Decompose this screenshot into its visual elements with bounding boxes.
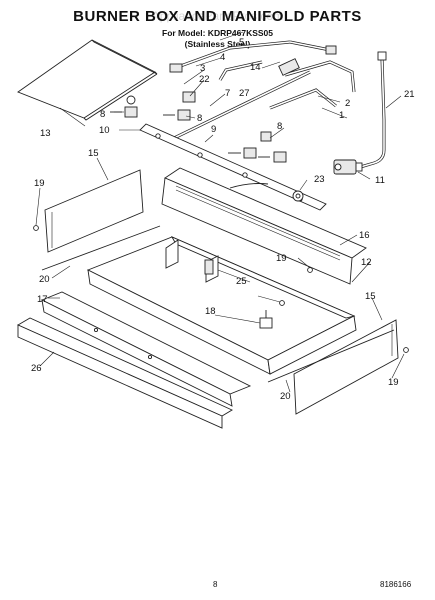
part-17-front-rail [40,291,252,407]
page-number: 8 [213,580,218,589]
callout-20-right: 20 [280,391,291,402]
callout-21: 21 [404,89,415,100]
callout-18: 18 [205,306,216,317]
callout-25: 25 [236,276,247,287]
callout-2: 2 [345,98,350,109]
model-line: For Model: KDRP467KSS05 [162,28,273,38]
callout-13: 13 [40,128,51,139]
part-15-side-panel-right [293,319,399,415]
part-20-rods [41,225,395,383]
callout-labels: 1 2 3 4 5 7 8 8 8 9 10 11 12 13 14 15 15… [31,37,415,402]
part-16-rear-panel [161,167,367,285]
finish-line: (Stainless Steel) [184,39,251,49]
callout-3: 3 [200,63,205,74]
callout-16: 16 [359,230,370,241]
callout-20-left: 20 [39,274,50,285]
part-25-bracket [204,259,214,275]
diagram-title: BURNER BOX AND MANIFOLD PARTS [73,8,362,25]
part-23-grommet [292,190,304,202]
leader-lines [35,31,405,393]
callout-15-right: 15 [365,291,376,302]
callout-19-center: 19 [276,253,287,264]
callout-8-center: 8 [197,113,202,124]
callout-19-right: 19 [388,377,399,388]
callout-19-left: 19 [34,178,45,189]
callout-15-left: 15 [88,148,99,159]
callout-8-left: 8 [100,109,105,120]
part-21-gas-tube [356,51,387,170]
callout-1: 1 [339,110,344,121]
part-12-burner-box [86,236,357,375]
callout-8-right: 8 [277,121,282,132]
callout-22: 22 [199,74,210,85]
callout-12: 12 [361,257,372,268]
manifold-assembly [169,40,356,142]
document-number: 8186166 [380,580,412,589]
callout-26: 26 [31,363,42,374]
part-26-lower-rail [17,317,233,429]
part-11-regulator [333,159,363,175]
callout-27: 27 [239,88,250,99]
callout-14: 14 [250,62,261,73]
callout-17: 17 [37,294,48,305]
callout-11: 11 [375,175,385,186]
callout-5: 5 [239,37,244,48]
callout-7: 7 [225,88,230,99]
callout-4: 4 [220,52,225,63]
callout-23: 23 [314,174,325,185]
part-8-valves [110,91,287,189]
part-19-screws [33,225,409,353]
watermark: AppliancePartsPros.com [151,9,284,23]
callout-10: 10 [99,125,110,136]
part-15-side-panel-left [44,169,144,253]
callout-9: 9 [211,124,216,135]
